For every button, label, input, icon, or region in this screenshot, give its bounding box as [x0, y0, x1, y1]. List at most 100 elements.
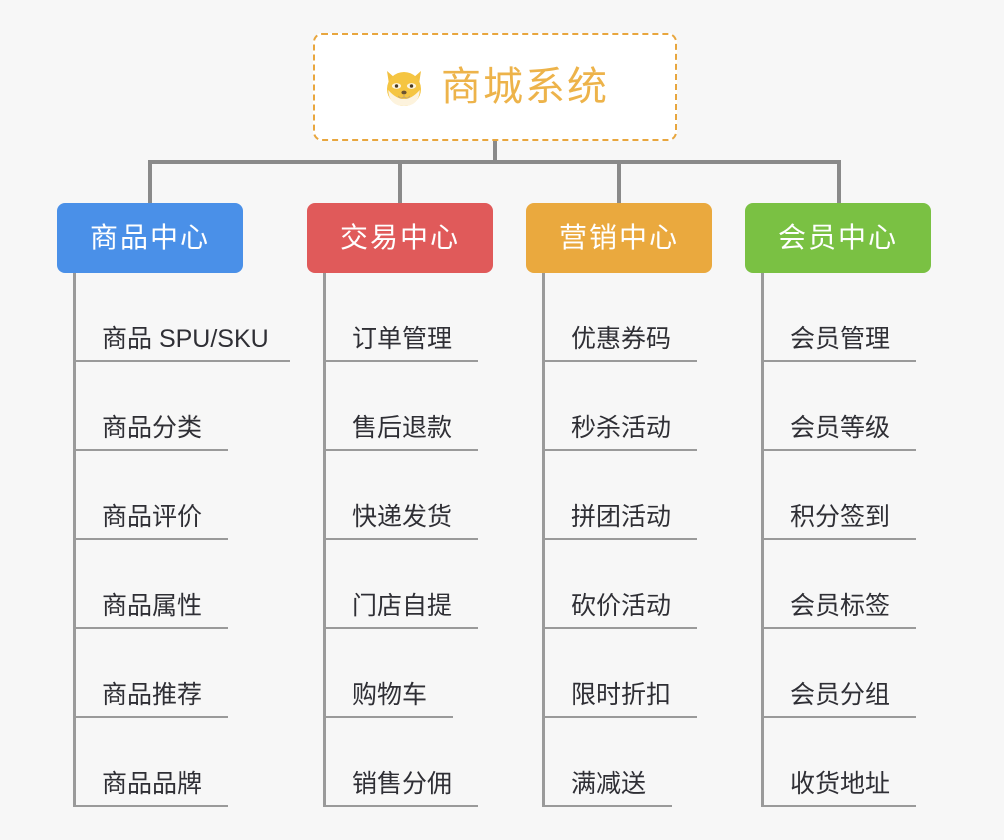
leaf-item[interactable]: 秒杀活动: [526, 362, 712, 451]
leaf-item-label: 快递发货: [352, 503, 453, 531]
leaf-item-label: 订单管理: [352, 325, 453, 353]
leaf-underline: [73, 538, 228, 540]
leaf-item[interactable]: 快递发货: [307, 451, 493, 540]
leaf-underline: [542, 627, 697, 629]
connector-root-stem: [493, 141, 497, 163]
leaf-underline: [761, 716, 916, 718]
column-trade-center: 交易中心订单管理售后退款快递发货门店自提购物车销售分佣: [307, 203, 493, 807]
leaf-item-label: 商品品牌: [102, 770, 203, 798]
leaf-item[interactable]: 商品 SPU/SKU: [57, 273, 290, 362]
column-spine: [542, 273, 545, 807]
leaf-underline: [542, 538, 697, 540]
connector-drop-product-center: [148, 160, 152, 205]
leaf-item-label: 满减送: [571, 770, 647, 798]
category-header-label: 交易中心: [339, 222, 460, 253]
leaf-item-label: 会员分组: [790, 681, 891, 709]
category-header-label: 会员中心: [777, 222, 898, 253]
leaf-item[interactable]: 商品推荐: [57, 629, 243, 718]
leaf-item[interactable]: 购物车: [307, 629, 493, 718]
column-spine: [73, 273, 76, 807]
leaf-item[interactable]: 会员管理: [745, 273, 931, 362]
column-marketing-center: 营销中心优惠券码秒杀活动拼团活动砍价活动限时折扣满减送: [526, 203, 712, 807]
leaf-underline: [761, 627, 916, 629]
leaf-item-label: 优惠券码: [571, 325, 672, 353]
leaf-underline: [323, 538, 478, 540]
leaf-item-label: 拼团活动: [571, 503, 672, 531]
leaf-underline: [761, 360, 916, 362]
leaf-item[interactable]: 商品属性: [57, 540, 243, 629]
leaf-underline: [73, 449, 228, 451]
leaf-list-product-center: 商品 SPU/SKU 商品分类商品评价商品属性商品推荐商品品牌: [57, 273, 290, 807]
leaf-underline: [323, 805, 478, 807]
leaf-underline: [73, 627, 228, 629]
leaf-underline: [323, 627, 478, 629]
leaf-item-label: 会员标签: [790, 592, 891, 620]
category-header-label: 商品中心: [89, 222, 210, 253]
leaf-item-label: 购物车: [352, 681, 428, 709]
category-header-product-center[interactable]: 商品中心: [57, 203, 243, 273]
leaf-underline: [542, 449, 697, 451]
category-header-member-center[interactable]: 会员中心: [745, 203, 931, 273]
leaf-item-label: 门店自提: [352, 592, 453, 620]
leaf-underline: [542, 360, 697, 362]
leaf-item-label: 销售分佣: [352, 770, 453, 798]
leaf-item[interactable]: 商品评价: [57, 451, 243, 540]
leaf-item[interactable]: 收货地址: [745, 718, 931, 807]
leaf-underline: [323, 449, 478, 451]
leaf-item-label: 会员管理: [790, 325, 891, 353]
leaf-item-label: 商品评价: [102, 503, 203, 531]
leaf-item[interactable]: 会员分组: [745, 629, 931, 718]
leaf-item-label: 收货地址: [790, 770, 891, 798]
leaf-underline: [73, 360, 290, 362]
leaf-list-marketing-center: 优惠券码秒杀活动拼团活动砍价活动限时折扣满减送: [526, 273, 712, 807]
column-product-center: 商品中心商品 SPU/SKU 商品分类商品评价商品属性商品推荐商品品牌: [57, 203, 290, 807]
leaf-item[interactable]: 订单管理: [307, 273, 493, 362]
leaf-item[interactable]: 会员标签: [745, 540, 931, 629]
leaf-item-label: 商品 SPU/SKU: [102, 325, 269, 353]
leaf-item-label: 限时折扣: [571, 681, 672, 709]
leaf-item[interactable]: 积分签到: [745, 451, 931, 540]
leaf-list-trade-center: 订单管理售后退款快递发货门店自提购物车销售分佣: [307, 273, 493, 807]
connector-drop-marketing-center: [617, 160, 621, 205]
leaf-item-label: 商品分类: [102, 414, 203, 442]
root-node[interactable]: 商城系统: [313, 33, 677, 141]
leaf-item[interactable]: 满减送: [526, 718, 712, 807]
leaf-item[interactable]: 门店自提: [307, 540, 493, 629]
category-header-marketing-center[interactable]: 营销中心: [526, 203, 712, 273]
leaf-item[interactable]: 砍价活动: [526, 540, 712, 629]
shiba-dog-icon: [381, 64, 427, 110]
column-member-center: 会员中心会员管理会员等级积分签到会员标签会员分组收货地址: [745, 203, 931, 807]
column-spine: [761, 273, 764, 807]
connector-drop-trade-center: [398, 160, 402, 205]
leaf-underline: [761, 538, 916, 540]
leaf-item-label: 会员等级: [790, 414, 891, 442]
leaf-underline: [73, 805, 228, 807]
leaf-item[interactable]: 销售分佣: [307, 718, 493, 807]
leaf-item[interactable]: 优惠券码: [526, 273, 712, 362]
leaf-item-label: 积分签到: [790, 503, 891, 531]
root-title: 商城系统: [441, 65, 609, 109]
leaf-item[interactable]: 商品分类: [57, 362, 243, 451]
leaf-underline: [761, 805, 916, 807]
category-header-label: 营销中心: [558, 222, 679, 253]
category-header-trade-center[interactable]: 交易中心: [307, 203, 493, 273]
leaf-underline: [323, 716, 453, 718]
leaf-item-label: 商品属性: [102, 592, 203, 620]
column-spine: [323, 273, 326, 807]
leaf-item-label: 砍价活动: [571, 592, 672, 620]
leaf-item-label: 秒杀活动: [571, 414, 672, 442]
leaf-item[interactable]: 限时折扣: [526, 629, 712, 718]
leaf-underline: [73, 716, 228, 718]
leaf-item[interactable]: 售后退款: [307, 362, 493, 451]
leaf-underline: [542, 805, 672, 807]
leaf-item-label: 商品推荐: [102, 681, 203, 709]
leaf-underline: [323, 360, 478, 362]
leaf-list-member-center: 会员管理会员等级积分签到会员标签会员分组收货地址: [745, 273, 931, 807]
leaf-item[interactable]: 商品品牌: [57, 718, 243, 807]
leaf-underline: [761, 449, 916, 451]
leaf-underline: [542, 716, 697, 718]
leaf-item-label: 售后退款: [352, 414, 453, 442]
leaf-item[interactable]: 拼团活动: [526, 451, 712, 540]
leaf-item[interactable]: 会员等级: [745, 362, 931, 451]
